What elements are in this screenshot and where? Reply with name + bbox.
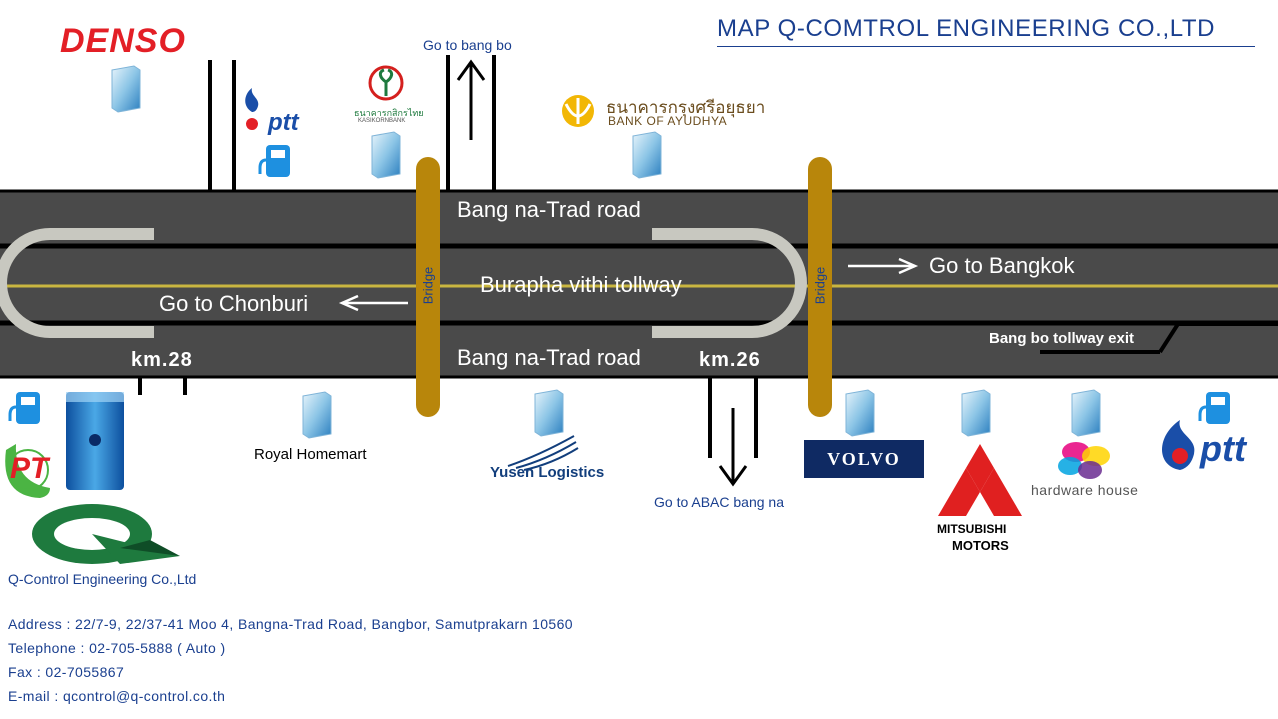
ptt-flame-icon — [1162, 420, 1195, 470]
company-fax: Fax : 02-7055867 — [8, 664, 125, 680]
company-name: Q-Control Engineering Co.,Ltd — [8, 571, 197, 587]
tollway-label: Burapha vithi tollway — [480, 272, 682, 297]
arrow-left-icon — [338, 294, 408, 312]
km-marker-28: km.28 — [131, 349, 193, 371]
pt-logo-icon — [5, 444, 50, 498]
building-icon — [534, 389, 564, 437]
direction-bang-bo: Go to bang bo — [423, 37, 512, 53]
exit-ramp — [1040, 322, 1278, 354]
kasikorn-en-label: KASIKORNBANK — [358, 118, 406, 124]
direction-abac: Go to ABAC bang na — [654, 494, 784, 510]
mitsubishi-logo-icon — [938, 444, 1022, 516]
road-label-top: Bang na-Trad road — [457, 197, 641, 222]
ptt-logo-top: ptt — [268, 109, 299, 136]
bridge-left — [416, 157, 440, 417]
building-icon — [845, 389, 875, 437]
building-icon — [371, 131, 401, 179]
u-turn-left — [0, 228, 154, 338]
title-underline — [717, 46, 1255, 47]
km-marker-26: km.26 — [699, 349, 761, 371]
volvo-label: VOLVO — [827, 449, 901, 469]
hardware-house-logo-icon — [1058, 442, 1110, 479]
direction-chonburi: Go to Chonburi — [159, 291, 309, 316]
ptt-logo-bottom: ptt — [1200, 428, 1246, 469]
gas-pump-icon — [258, 145, 290, 177]
bridge-label-left: Bridge — [420, 266, 436, 305]
pt-logo-label: PT — [10, 452, 49, 485]
kasikorn-thai-label: ธนาคารกสิกรไทย — [354, 108, 424, 118]
bridge-label-right: Bridge — [812, 266, 828, 305]
road — [0, 189, 1278, 379]
building-icon — [111, 65, 141, 113]
building-icon — [961, 389, 991, 437]
arrow-down-icon — [718, 408, 748, 487]
company-email[interactable]: E-mail : qcontrol@q-control.co.th — [8, 688, 226, 704]
yusen-label: Yusen Logistics — [490, 464, 605, 481]
q-logo-icon — [32, 504, 180, 564]
ayudhya-thai-label: ธนาคารกรุงศรีอยุธยา — [606, 98, 766, 117]
volvo-logo-box — [804, 440, 924, 478]
road-label-bottom: Bang na-Trad road — [457, 345, 641, 370]
arrow-right-icon — [848, 257, 919, 275]
ayudhya-en-label: BANK OF AYUDHYA — [608, 114, 728, 128]
building-icon — [302, 391, 332, 439]
gas-pump-icon — [1198, 392, 1230, 424]
map-title: MAP Q-COMTROL ENGINEERING CO.,LTD — [717, 15, 1216, 42]
building-icon — [1071, 389, 1101, 437]
q-control-tower-icon — [66, 392, 124, 490]
royal-homemart-label: Royal Homemart — [254, 446, 367, 463]
kasikorn-logo-icon — [368, 65, 404, 101]
mitsubishi-label-1: MITSUBISHI — [937, 522, 1007, 536]
hardware-house-label: hardware house — [1031, 482, 1139, 498]
building-icon — [632, 131, 662, 179]
ayudhya-logo-icon — [562, 95, 594, 127]
ptt-flame-icon — [245, 88, 259, 130]
bridge-right — [808, 157, 832, 417]
arrow-up-icon — [456, 59, 486, 140]
exit-label: Bang bo tollway exit — [989, 330, 1135, 347]
company-telephone: Telephone : 02-705-5888 ( Auto ) — [8, 640, 226, 656]
denso-logo: DENSO — [60, 22, 186, 60]
company-address: Address : 22/7-9, 22/37-41 Moo 4, Bangna… — [8, 616, 573, 632]
direction-bangkok: Go to Bangkok — [929, 253, 1075, 278]
yusen-swoosh-icon — [507, 435, 579, 471]
mitsubishi-label-2: MOTORS — [952, 538, 1009, 553]
u-turn-right — [652, 228, 807, 338]
gas-pump-icon — [8, 392, 40, 424]
